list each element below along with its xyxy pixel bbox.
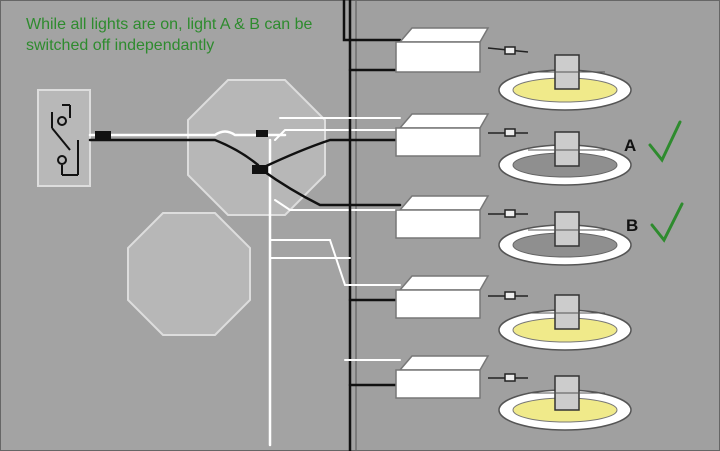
light-label-b: B	[626, 216, 639, 235]
junction-box	[187, 79, 326, 216]
wire-connector	[256, 130, 268, 137]
wire-connector	[252, 165, 268, 174]
caption-line-1: While all lights are on, light A & B can…	[26, 16, 313, 33]
empty-junction-box	[127, 212, 251, 336]
driver-box-5	[395, 355, 490, 399]
downlight-4	[498, 294, 632, 351]
light-cables	[487, 46, 529, 382]
driver-box-3	[395, 195, 490, 239]
driver-box-4	[395, 275, 490, 319]
downlight-2	[498, 131, 632, 186]
switch-symbol	[51, 104, 79, 176]
driver-box-1	[395, 27, 490, 73]
caption-line-2: switched off independantly	[26, 37, 215, 54]
driver-box-2	[395, 113, 490, 157]
light-label-a: A	[624, 136, 637, 155]
caption: While all lights are on, light A & B can…	[26, 14, 366, 56]
check-mark-icon	[648, 120, 682, 163]
check-mark-icon	[650, 202, 684, 243]
downlight-3	[498, 211, 632, 266]
wire-connector	[95, 131, 111, 139]
downlight-1	[498, 54, 632, 111]
drivers	[395, 27, 490, 399]
downlight-5	[498, 375, 632, 431]
wires	[88, 0, 402, 451]
